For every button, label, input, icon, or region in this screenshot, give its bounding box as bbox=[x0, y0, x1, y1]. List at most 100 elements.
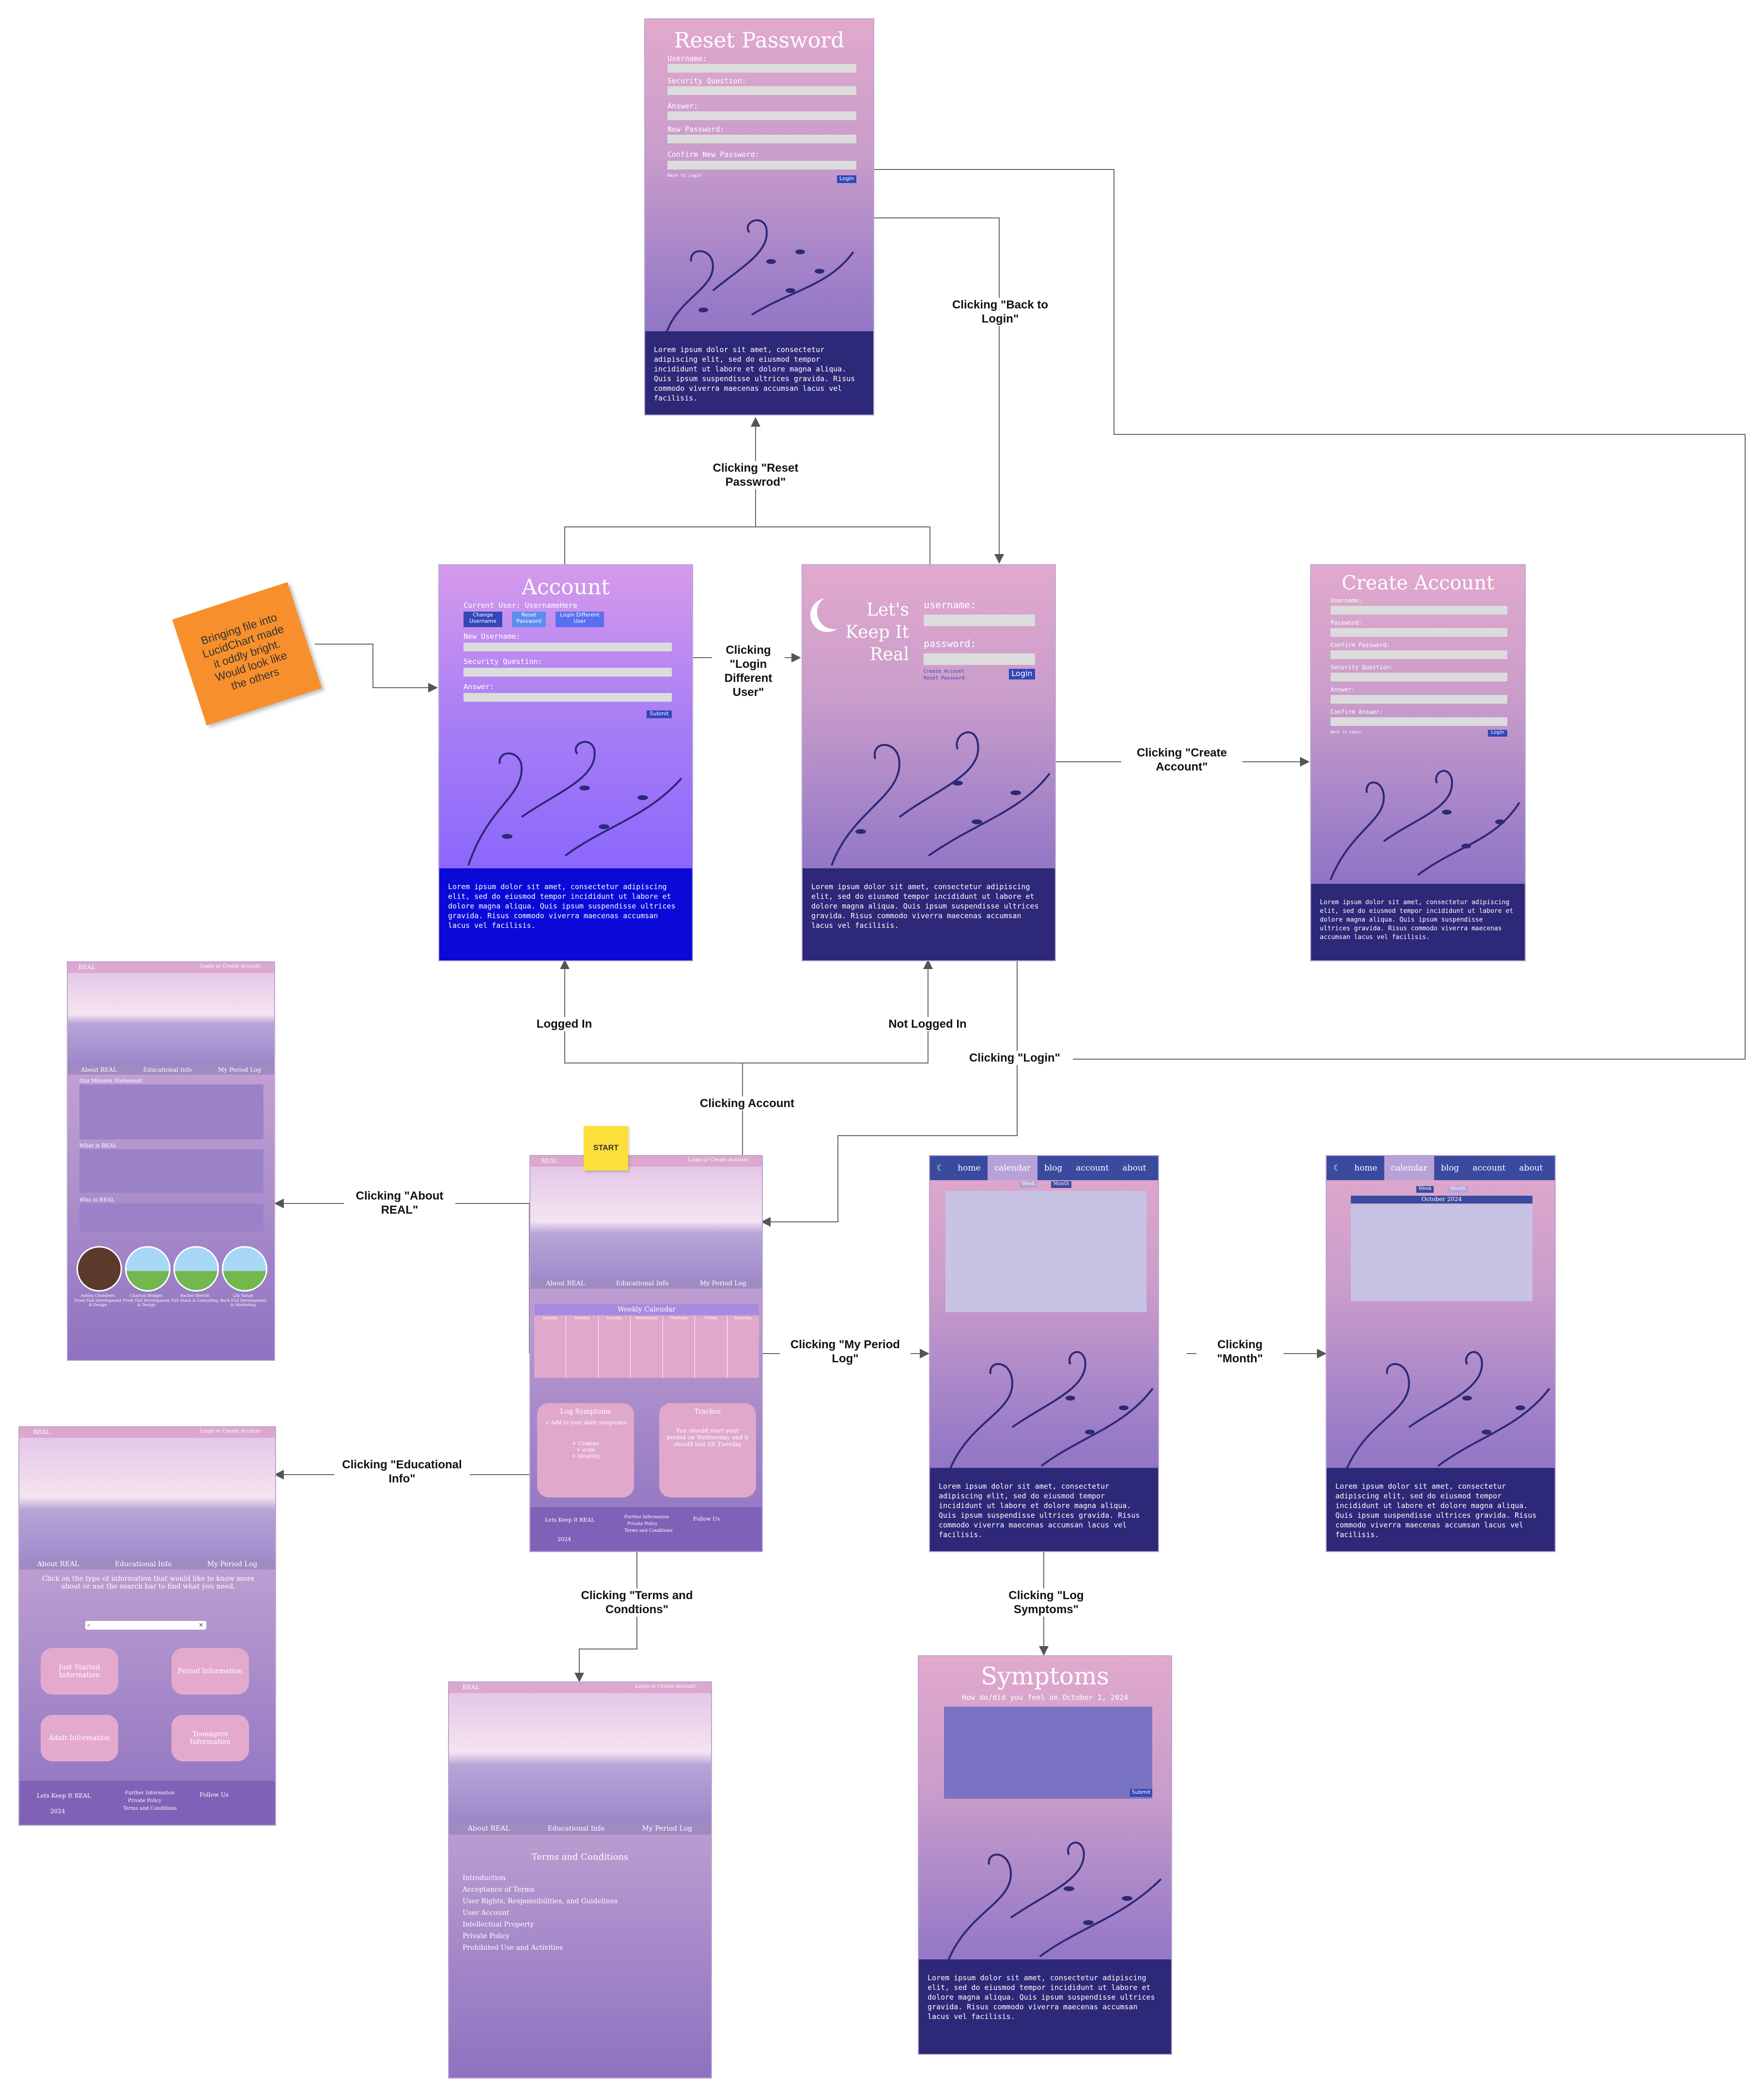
terms-item[interactable]: Acceptance of Terms bbox=[463, 1886, 535, 1894]
nav-calendar[interactable]: calendar bbox=[1384, 1156, 1434, 1180]
symptoms-submit-button[interactable]: Submit bbox=[1130, 1789, 1152, 1797]
brand-label[interactable]: REAL bbox=[78, 964, 95, 971]
login-link[interactable]: Login or Create Account bbox=[688, 1157, 748, 1163]
nav-home[interactable]: home bbox=[1354, 1163, 1377, 1173]
month-toggle[interactable]: Month bbox=[1448, 1186, 1468, 1193]
what-title: What is REAL bbox=[79, 1142, 117, 1149]
nav-period-log[interactable]: My Period Log bbox=[699, 1279, 746, 1287]
team-name: Chayton Bridges bbox=[130, 1294, 163, 1298]
nav-blog[interactable]: blog bbox=[1440, 1163, 1459, 1173]
follow-label: Follow Us bbox=[693, 1516, 720, 1522]
create-password-input[interactable] bbox=[1331, 628, 1507, 637]
nav-about[interactable]: About REAL bbox=[37, 1560, 79, 1568]
account-login-different-button[interactable]: Login Different User bbox=[556, 612, 604, 627]
account-new-username-input[interactable] bbox=[464, 643, 672, 651]
create-confirm-answer-input[interactable] bbox=[1331, 717, 1507, 726]
account-answer-input[interactable] bbox=[464, 693, 672, 702]
symptoms-screen: Symptoms How do/did you feel on October … bbox=[918, 1655, 1172, 2055]
nav-period-log[interactable]: My Period Log bbox=[207, 1560, 258, 1568]
week-grid bbox=[945, 1191, 1146, 1312]
nav-educational[interactable]: Educational Info bbox=[616, 1279, 669, 1287]
reset-question-select[interactable] bbox=[667, 86, 856, 95]
login-button[interactable]: Login bbox=[1009, 669, 1035, 679]
login-password-input[interactable] bbox=[924, 653, 1035, 665]
nav-educational[interactable]: Educational Info bbox=[143, 1066, 192, 1073]
nav-calendar[interactable]: calendar bbox=[987, 1156, 1037, 1180]
terms-item[interactable]: Intellectual Property bbox=[463, 1921, 534, 1928]
week-toggle[interactable]: Week bbox=[1020, 1181, 1037, 1188]
info-card[interactable]: Period Information bbox=[171, 1648, 249, 1695]
reset-back-link[interactable]: Back to Login bbox=[667, 173, 702, 178]
create-username-input[interactable] bbox=[1331, 606, 1507, 615]
reset-answer-input[interactable] bbox=[667, 111, 856, 120]
terms-item[interactable]: Introduction bbox=[463, 1874, 506, 1882]
account-submit-button[interactable]: Submit bbox=[647, 710, 672, 718]
nav-account[interactable]: account bbox=[1472, 1163, 1506, 1173]
info-card[interactable]: Teenagers Information bbox=[171, 1715, 249, 1761]
login-link[interactable]: Login or Create Account bbox=[200, 964, 261, 969]
nav-period-log[interactable]: My Period Log bbox=[642, 1825, 693, 1833]
terms-item[interactable]: Prohibited Use and Activities bbox=[463, 1944, 563, 1952]
avatar bbox=[77, 1246, 122, 1292]
log-add: + Add to your daily symptoms bbox=[544, 1419, 627, 1426]
label-back-to-login: Clicking "Back to Login" bbox=[944, 298, 1056, 326]
nav-account[interactable]: account bbox=[1076, 1163, 1109, 1173]
create-password-label: Password: bbox=[1331, 619, 1362, 626]
clear-icon[interactable]: × bbox=[198, 1621, 203, 1628]
nav-period-log[interactable]: My Period Log bbox=[218, 1066, 261, 1073]
log-symptoms-card[interactable]: Log Symptoms + Add to your daily symptom… bbox=[537, 1403, 634, 1497]
account-question-select[interactable] bbox=[464, 668, 672, 677]
nav-about[interactable]: About REAL bbox=[467, 1825, 510, 1833]
nav-home[interactable]: home bbox=[958, 1163, 981, 1173]
reset-footer-text: Lorem ipsum dolor sit amet, consectetur … bbox=[645, 331, 873, 415]
nav-about[interactable]: About REAL bbox=[81, 1066, 117, 1073]
reset-confirm-input[interactable] bbox=[667, 161, 856, 170]
create-answer-input[interactable] bbox=[1331, 695, 1507, 704]
login-link[interactable]: Login or Create Account bbox=[635, 1684, 696, 1689]
calendar-nav: ☾ home calendar blog account about bbox=[1327, 1156, 1555, 1180]
footer-link[interactable]: Further Information bbox=[624, 1515, 669, 1520]
nav-blog[interactable]: blog bbox=[1044, 1163, 1063, 1173]
footer-link[interactable]: Terms and Conditions bbox=[624, 1528, 673, 1533]
brand-label[interactable]: REAL bbox=[463, 1684, 480, 1691]
create-back-link[interactable]: Back to Login bbox=[1331, 730, 1361, 734]
nav-educational[interactable]: Educational Info bbox=[114, 1560, 172, 1568]
create-login-button[interactable]: Login bbox=[1488, 730, 1507, 737]
symptoms-subtitle: How do/did you feel on October 1, 2024 bbox=[961, 1693, 1129, 1702]
create-question-select[interactable] bbox=[1331, 673, 1507, 681]
nav-about[interactable]: About REAL bbox=[546, 1279, 585, 1287]
search-input[interactable]: ⌕ × bbox=[85, 1621, 206, 1630]
vine-illustration bbox=[1345, 1351, 1550, 1471]
vine-illustration bbox=[467, 740, 682, 865]
login-link[interactable]: Login or Create Account bbox=[200, 1429, 261, 1434]
month-grid bbox=[1351, 1204, 1532, 1301]
footer-link[interactable]: Terms and Conditions bbox=[123, 1806, 177, 1811]
login-reset-link[interactable]: Reset Password bbox=[924, 676, 965, 681]
tracker-card[interactable]: Tracker You should start your period on … bbox=[659, 1403, 756, 1497]
login-create-link[interactable]: Create Account bbox=[924, 669, 965, 674]
terms-item[interactable]: Private Policy bbox=[463, 1932, 510, 1940]
reset-new-password-input[interactable] bbox=[667, 135, 856, 143]
symptoms-form bbox=[944, 1707, 1152, 1799]
terms-item[interactable]: User Account bbox=[463, 1909, 510, 1917]
terms-item[interactable]: User Rights, Responsibilities, and Guide… bbox=[463, 1897, 618, 1905]
login-username-input[interactable] bbox=[924, 615, 1035, 626]
week-toggle[interactable]: Week bbox=[1416, 1186, 1434, 1193]
nav-about[interactable]: about bbox=[1519, 1163, 1543, 1173]
account-reset-password-button[interactable]: Reset Password bbox=[512, 612, 546, 627]
reset-login-button[interactable]: Login bbox=[837, 175, 856, 183]
edge-reset-to-home bbox=[872, 169, 1746, 1060]
info-card[interactable]: Just Started Information bbox=[41, 1648, 118, 1695]
brand-label[interactable]: REAL bbox=[541, 1157, 558, 1164]
footer-link[interactable]: Further Information bbox=[125, 1790, 175, 1796]
account-change-username-button[interactable]: Change Username bbox=[464, 612, 502, 627]
nav-about[interactable]: about bbox=[1122, 1163, 1146, 1173]
create-confirm-password-input[interactable] bbox=[1331, 650, 1507, 659]
brand-label[interactable]: REAL bbox=[33, 1429, 50, 1435]
footer-link[interactable]: Private Policy bbox=[128, 1798, 162, 1803]
reset-username-input[interactable] bbox=[667, 64, 856, 73]
footer-link[interactable]: Private Policy bbox=[627, 1522, 658, 1526]
nav-educational[interactable]: Educational Info bbox=[547, 1825, 604, 1833]
month-toggle[interactable]: Month bbox=[1051, 1181, 1071, 1188]
info-card[interactable]: Adult Information bbox=[41, 1715, 118, 1761]
